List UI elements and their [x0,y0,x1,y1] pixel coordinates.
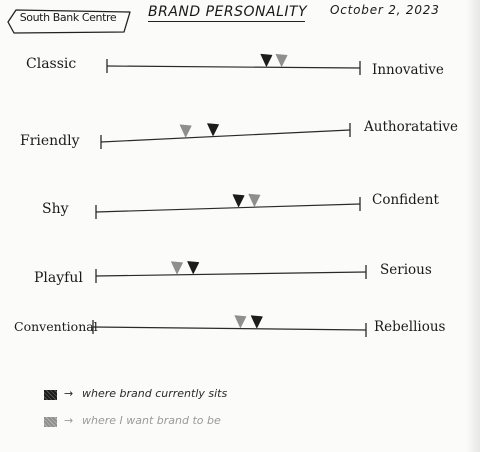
scale-2-line [100,129,351,143]
scale-1-line [106,65,361,69]
scale-4-right-label: Serious [380,262,432,278]
scale-5-right-label: Rebellious [374,319,446,335]
scale-2-left-label: Friendly [20,133,80,149]
logo-badge: South Bank Centre [4,6,132,34]
page-edge-shadow [466,0,480,452]
logo-badge-outline [7,9,131,34]
legend-desired-arrow: → [64,414,74,427]
scale-3-current-marker [232,194,245,208]
scale-1-desired-marker [275,53,288,67]
scale-4-desired-marker [171,261,183,275]
scale-3-right-label: Confident [372,192,439,208]
logo-text: South Bank Centre [19,11,117,24]
scale-4-left-label: Playful [34,270,83,286]
scale-4-line [95,271,367,277]
scale-3-desired-marker [248,193,261,207]
scale-2-current-marker [207,123,219,136]
scale-2-desired-marker [179,124,192,138]
scale-1-right-label: Innovative [372,62,444,78]
legend-current-text: where brand currently sits [82,387,228,400]
scale-1-current-marker [260,53,273,67]
scale-4-current-marker [187,261,200,274]
scale-5-left-label: Conventional [14,319,98,334]
title-underline [148,21,305,22]
legend-current-arrow: → [64,387,74,400]
page-title: BRAND PERSONALITY [148,4,308,20]
legend-desired-swatch [44,417,57,427]
scale-5-desired-marker [234,315,247,329]
scale-5-current-marker [250,315,263,329]
scale-2-right-label: Authoratative [364,119,459,135]
legend-current-swatch [44,390,57,400]
scale-1-left-label: Classic [26,56,77,72]
scale-3-left-label: Shy [42,201,69,217]
scale-3-line [95,203,361,213]
scale-5-line [92,326,367,331]
date-label: October 2, 2023 [330,3,440,17]
legend-desired-text: where I want brand to be [82,414,221,427]
